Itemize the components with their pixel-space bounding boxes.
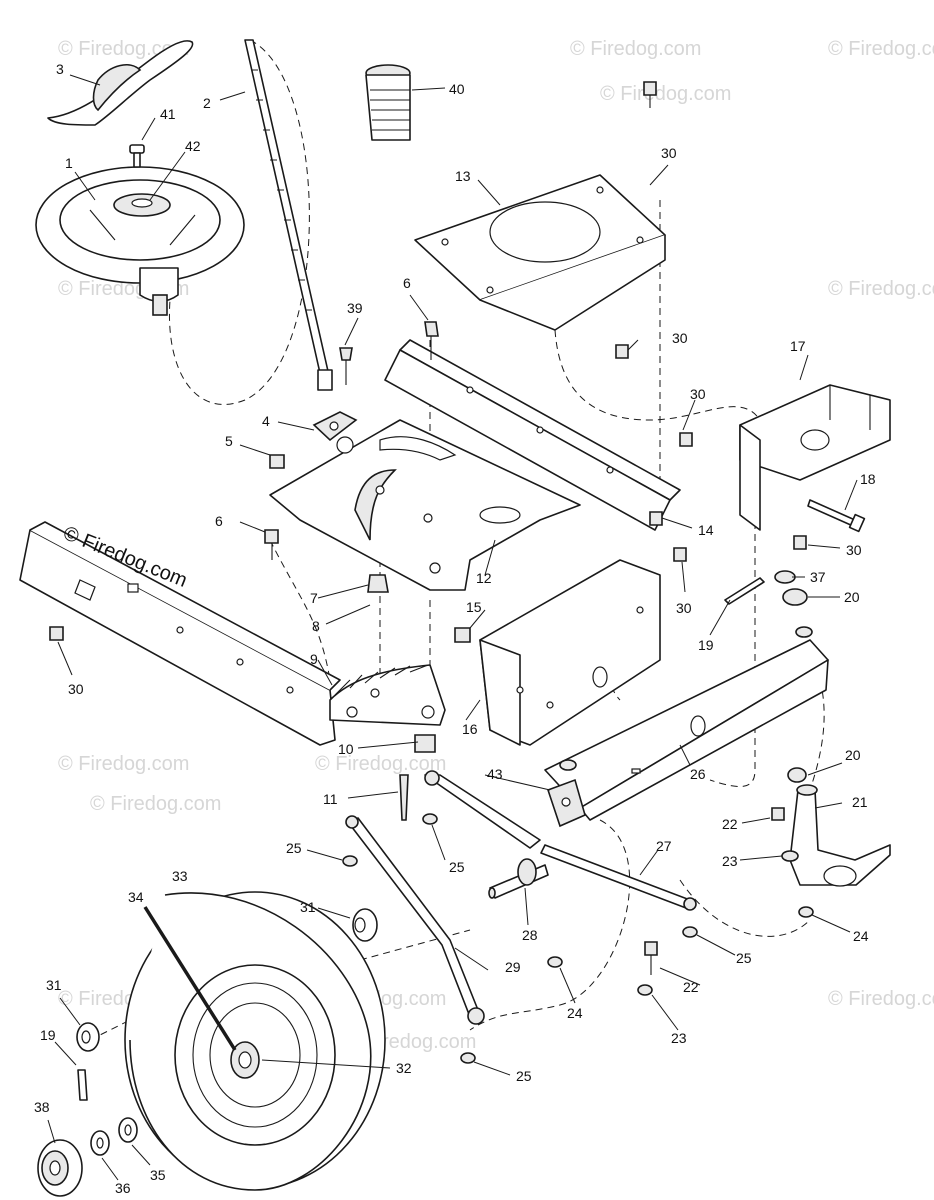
callout-22: 22 <box>722 816 738 832</box>
callout-9: 9 <box>310 651 318 667</box>
callout-19: 19 <box>40 1027 56 1043</box>
callout-23: 23 <box>671 1030 687 1046</box>
leader-lines <box>47 74 858 1181</box>
callout-4: 4 <box>262 413 270 429</box>
watermark-text: © Firedog.com <box>828 38 934 60</box>
callout-25: 25 <box>516 1068 532 1084</box>
steering-shaft <box>244 39 333 391</box>
watermark-text: © Firedog.com <box>315 753 446 775</box>
callout-labels: 3 2 40 41 42 1 13 30 6 39 30 17 30 4 5 1… <box>34 61 876 1196</box>
drag-link <box>345 770 541 1025</box>
callout-22: 22 <box>683 979 699 995</box>
callout-33: 33 <box>172 868 188 884</box>
callout-30: 30 <box>846 542 862 558</box>
callout-30: 30 <box>68 681 84 697</box>
tie-rod <box>540 844 697 911</box>
steering-boot <box>365 64 411 141</box>
frame-rail-left <box>19 521 341 746</box>
callout-32: 32 <box>396 1060 412 1076</box>
callout-17: 17 <box>790 338 806 354</box>
callout-21: 21 <box>852 794 868 810</box>
watermark-text: © Firedog.com <box>58 753 189 775</box>
callout-28: 28 <box>522 927 538 943</box>
callout-1: 1 <box>65 155 73 171</box>
callout-25: 25 <box>736 950 752 966</box>
callout-5: 5 <box>225 433 233 449</box>
dash-panel <box>479 559 661 746</box>
callout-25: 25 <box>286 840 302 856</box>
callout-36: 36 <box>115 1180 131 1196</box>
steering-pivot <box>546 778 586 828</box>
callout-30: 30 <box>690 386 706 402</box>
callout-40: 40 <box>449 81 465 97</box>
hub-bolt <box>129 144 145 168</box>
callout-6: 6 <box>403 275 411 291</box>
callout-35: 35 <box>150 1167 166 1183</box>
misc-hardware <box>49 81 814 1064</box>
callout-29: 29 <box>505 959 521 975</box>
watermark-layer: © Firedog.com © Firedog.com © Firedog.co… <box>58 38 934 1053</box>
callout-19: 19 <box>698 637 714 653</box>
callout-27: 27 <box>656 838 672 854</box>
callout-3: 3 <box>56 61 64 77</box>
watermark-text: © Firedog.com <box>570 38 701 60</box>
hardware-small <box>37 908 378 1197</box>
callout-43: 43 <box>487 766 503 782</box>
platform-plate <box>269 419 581 591</box>
bracket-bolt <box>807 499 866 533</box>
callout-34: 34 <box>128 889 144 905</box>
steering-wheel <box>35 166 245 316</box>
callout-7: 7 <box>310 590 318 606</box>
callout-41: 41 <box>160 106 176 122</box>
callout-38: 38 <box>34 1099 50 1115</box>
callout-15: 15 <box>466 599 482 615</box>
dashed-line <box>679 879 811 937</box>
dashed-line <box>168 39 310 405</box>
callout-31: 31 <box>46 977 62 993</box>
watermark-text: © Firedog.com <box>600 83 731 105</box>
dashed-line <box>269 539 331 681</box>
dashed-line <box>554 329 761 421</box>
sector-gear-plate <box>329 664 446 726</box>
callout-11: 11 <box>323 791 338 807</box>
callout-39: 39 <box>347 300 363 316</box>
spindle-shaft <box>488 858 549 899</box>
callout-2: 2 <box>203 95 211 111</box>
callout-10: 10 <box>338 741 354 757</box>
callout-24: 24 <box>567 1005 583 1021</box>
pivot-bracket <box>312 411 358 442</box>
callout-30: 30 <box>672 330 688 346</box>
spindle-knuckle <box>789 784 891 887</box>
watermark-text: © Firedog.com <box>828 278 934 300</box>
horn-cap <box>47 40 194 126</box>
watermark-text: © Firedog.com <box>828 988 934 1010</box>
front-wheel <box>124 891 386 1191</box>
callout-12: 12 <box>476 570 492 586</box>
callout-18: 18 <box>860 471 876 487</box>
callout-42: 42 <box>185 138 201 154</box>
callout-31: 31 <box>300 899 316 915</box>
callout-20: 20 <box>845 747 861 763</box>
seat-plate <box>414 174 666 331</box>
callout-13: 13 <box>455 168 471 184</box>
callout-14: 14 <box>698 522 714 538</box>
dashed-line <box>709 450 756 788</box>
callout-20: 20 <box>844 589 860 605</box>
frame-rail-upper <box>384 339 681 531</box>
callout-6: 6 <box>215 513 223 529</box>
watermark-text: © Firedog.com <box>90 793 221 815</box>
callout-37: 37 <box>810 569 826 585</box>
callout-16: 16 <box>462 721 478 737</box>
callout-30: 30 <box>661 145 677 161</box>
callout-30: 30 <box>676 600 692 616</box>
callout-23: 23 <box>722 853 738 869</box>
dashed-line <box>469 819 631 1031</box>
dashed-line <box>89 1019 131 1041</box>
front-bracket <box>739 384 891 531</box>
callout-26: 26 <box>690 766 706 782</box>
callout-25: 25 <box>449 859 465 875</box>
callout-8: 8 <box>312 618 320 634</box>
callout-24: 24 <box>853 928 869 944</box>
